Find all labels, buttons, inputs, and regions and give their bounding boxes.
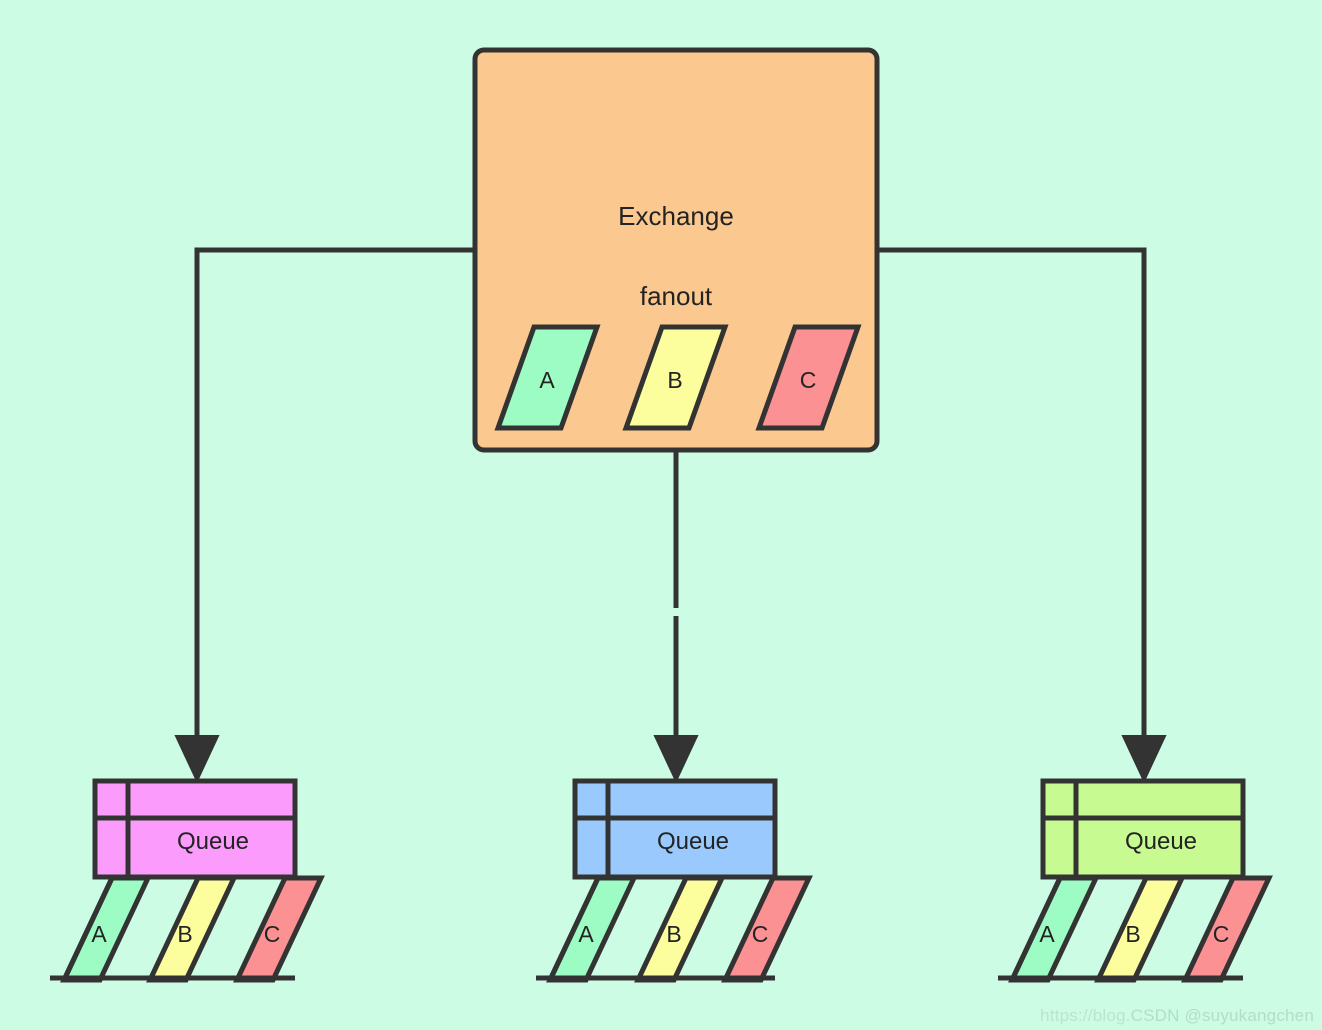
connector-exchange-to-queue-center [653,452,699,784]
queue-left-message-b-label: B [177,921,192,947]
exchange-node[interactable]: Exchange fanout A B C [472,47,880,453]
queue-left-edge-left [61,876,115,982]
connector-exchange-to-queue-left [174,247,475,784]
queue-right-edge-left [1009,876,1063,982]
queue-center-edge-left [547,876,601,982]
exchange-message-c[interactable]: C [755,324,862,431]
exchange-message-b-label: B [667,367,682,393]
exchange-message-a-label: A [539,367,555,393]
queue-center-title-label: Queue [657,828,729,855]
connector-exchange-to-queue-right [877,247,1167,784]
queue-right-title-label: Queue [1125,828,1197,855]
queue-right-message-c-label: C [1213,921,1230,947]
exchange-message-b[interactable]: B [622,324,729,431]
exchange-message-c-label: C [800,367,817,393]
queue-left-node[interactable]: Queue A B C [50,778,325,983]
queue-right-message-c[interactable]: C [1181,875,1273,983]
queue-left-message-c[interactable]: C [233,875,325,983]
queue-right-node[interactable]: Queue A B C [998,778,1273,983]
queue-center-message-c[interactable]: C [721,875,813,983]
exchange-type-label: fanout [640,281,713,311]
queue-left-message-b[interactable]: B [146,875,238,983]
queue-left-title-label: Queue [177,828,249,855]
queue-left-message-c-label: C [264,921,281,947]
exchange-message-a[interactable]: A [494,324,601,431]
queue-right-message-b[interactable]: B [1094,875,1186,983]
queue-center-message-c-label: C [752,921,769,947]
queue-center-message-b[interactable]: B [634,875,726,983]
queue-right-message-a-label: A [1039,921,1055,947]
queue-left-message-a-label: A [91,921,107,947]
queue-right-message-b-label: B [1125,921,1140,947]
queue-center-message-b-label: B [666,921,681,947]
queue-center-message-a-label: A [578,921,594,947]
exchange-title-label: Exchange [618,201,734,231]
queue-center-node[interactable]: Queue A B C [536,778,813,983]
